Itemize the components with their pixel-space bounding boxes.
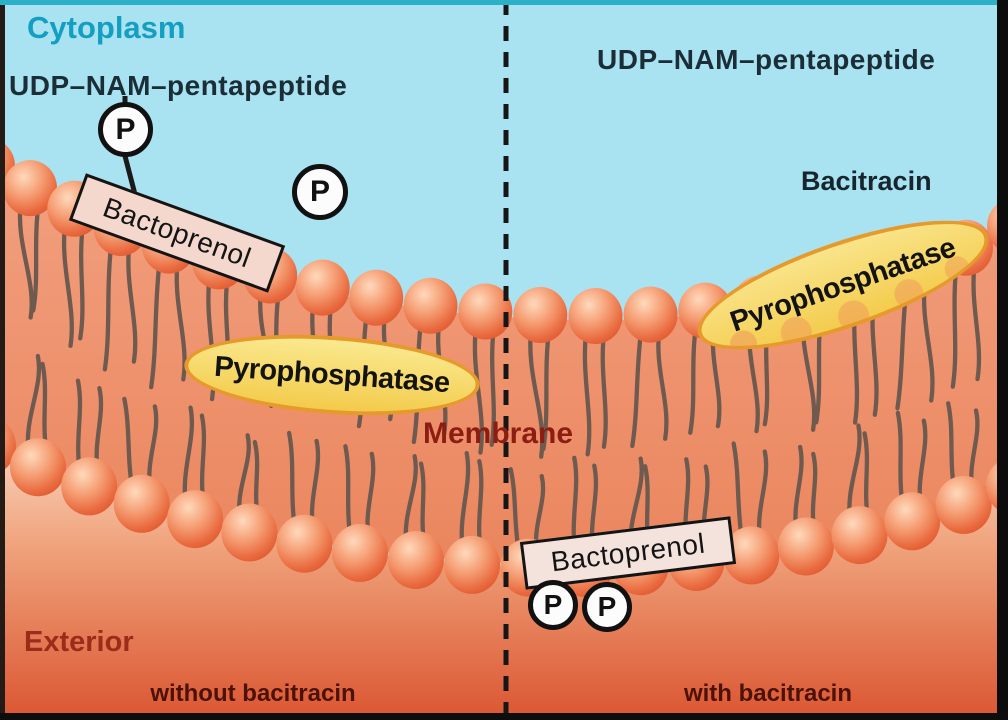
- cytoplasm-label: Cytoplasm: [27, 10, 186, 45]
- membrane-label: Membrane: [423, 417, 574, 450]
- phosphate-icon: P: [98, 102, 153, 157]
- exterior-label: Exterior: [24, 626, 134, 658]
- phosphate-icon: P: [582, 582, 632, 632]
- panel-caption-with-bacitracin: with bacitracin: [683, 680, 853, 707]
- panel-caption-without-bacitracin: without bacitracin: [150, 680, 356, 707]
- phosphate-icon: P: [292, 164, 348, 220]
- bacitracin-label: Bacitracin: [801, 166, 932, 196]
- phosphate-icon: P: [528, 580, 578, 630]
- udp-nam-pentapeptide-label-left: UDP–NAM–pentapeptide: [9, 70, 348, 101]
- udp-nam-pentapeptide-label-right: UDP–NAM–pentapeptide: [597, 44, 936, 75]
